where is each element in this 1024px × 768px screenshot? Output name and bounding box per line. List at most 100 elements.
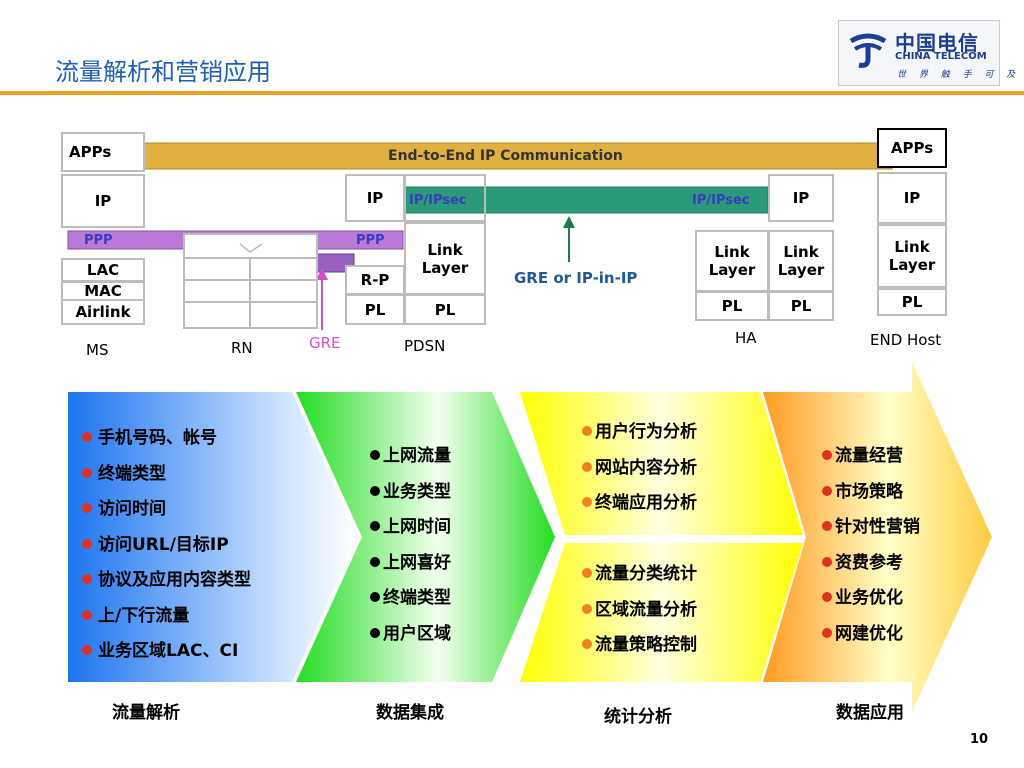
stage2-item: 上网时间: [370, 510, 451, 546]
bullet-dot: [82, 503, 92, 513]
pdsn-ipsec-label: IP/IPsec: [409, 193, 467, 208]
bullet-dot: [82, 432, 92, 442]
title-rule: [0, 91, 1024, 95]
stage2-item: 上网流量: [370, 439, 451, 475]
ha-label: HA: [735, 329, 757, 347]
bullet-dot: [822, 521, 832, 531]
stage4-shape: [763, 362, 992, 712]
bullet-dot: [370, 450, 380, 460]
gre-arrow-head: [316, 268, 328, 280]
stage3-bottom-list: 流量分类统计 区域流量分析 流量策略控制: [582, 557, 697, 664]
logo-name-cn: 中国电信: [895, 31, 979, 55]
ha-pl-left: PL: [695, 291, 769, 321]
stage1-item: 手机号码、帐号: [82, 421, 251, 457]
ms-ppp-label: PPP: [84, 233, 113, 248]
ha-ipsec-label: IP/IPsec: [692, 193, 750, 208]
stage3-item: 用户行为分析: [582, 415, 697, 451]
host-pl: PL: [877, 288, 947, 316]
slide-title: 流量解析和营销应用: [55, 58, 271, 86]
host-link-layer: Link Layer: [877, 224, 947, 288]
bullet-dot: [582, 568, 592, 578]
bullet-dot: [822, 592, 832, 602]
end-to-end-label: End-to-End IP Communication: [388, 148, 623, 164]
ms-label: MS: [86, 341, 109, 359]
stage3-item: 流量分类统计: [582, 557, 697, 593]
stage3-caption: 统计分析: [604, 707, 672, 727]
pdsn-pl-right: PL: [404, 294, 486, 325]
stage1-item: 协议及应用内容类型: [82, 563, 251, 599]
host-ip: IP: [877, 172, 947, 224]
pdsn-ppp-label: PPP: [356, 233, 385, 248]
stage1-caption: 流量解析: [112, 703, 180, 723]
stage1-item: 访问时间: [82, 492, 251, 528]
bullet-dot: [822, 556, 832, 567]
stage4-item: 流量经营: [822, 439, 920, 475]
stage3-item: 区域流量分析: [582, 593, 697, 629]
stage1-item: 上/下行流量: [82, 599, 251, 635]
ms-apps: APPs: [61, 132, 145, 172]
bullet-dot: [582, 497, 592, 507]
stage1-item: 访问URL/目标IP: [82, 528, 251, 564]
logo-name-en: CHINA TELECOM: [895, 51, 987, 62]
bullet-dot: [370, 521, 380, 531]
stage4-item: 资费参考: [822, 546, 920, 582]
ha-ip: IP: [768, 174, 834, 222]
ha-link-layer-left: Link Layer: [695, 230, 769, 292]
stage2-caption: 数据集成: [376, 703, 444, 723]
stage1-list: 手机号码、帐号 终端类型 访问时间 访问URL/目标IP 协议及应用内容类型 上…: [82, 421, 251, 670]
bullet-dot: [370, 627, 380, 638]
stage2-shape: [296, 392, 555, 682]
stage2-item: 上网喜好: [370, 546, 451, 582]
bullet-dot: [82, 467, 92, 478]
host-apps: APPs: [877, 128, 947, 168]
ha-pl-right: PL: [768, 291, 834, 321]
stage2-item: 业务类型: [370, 475, 451, 511]
ms-ip: IP: [61, 174, 145, 228]
stage4-list: 流量经营 市场策略 针对性营销 资费参考 业务优化 网建优化: [822, 439, 920, 652]
bullet-dot: [822, 485, 832, 496]
stage1-item: 终端类型: [82, 457, 251, 493]
stage4-item: 网建优化: [822, 617, 920, 653]
ms-airlink: Airlink: [61, 299, 145, 325]
china-telecom-logo: 中国电信 CHINA TELECOM 世 界 触 手 可 及: [838, 20, 1015, 86]
stage3-item: 网站内容分析: [582, 451, 697, 487]
stage1-item: 业务区域LAC、CI: [82, 634, 251, 670]
stage3-item: 流量策略控制: [582, 628, 697, 664]
page-number: 10: [970, 732, 989, 747]
bullet-dot: [370, 556, 380, 567]
protocol-diagram-decor: [67, 142, 893, 330]
stage3-top-list: 用户行为分析 网站内容分析 终端应用分析: [582, 415, 697, 522]
stage2-item: 用户区域: [370, 617, 451, 653]
stage1-shape: [68, 392, 358, 682]
bullet-dot: [370, 485, 380, 496]
bullet-dot: [822, 627, 832, 638]
logo-slogan: 世 界 触 手 可 及: [897, 70, 1021, 80]
stage4-item: 市场策略: [822, 475, 920, 511]
china-telecom-logo-icon: [849, 33, 887, 68]
pdsn-link-layer: Link Layer: [404, 222, 486, 295]
bullet-dot: [82, 538, 92, 549]
bullet-dot: [82, 574, 92, 584]
pdsn-ipsec-cell: [404, 174, 486, 222]
bullet-dot: [582, 461, 592, 472]
bullet-dot: [82, 609, 92, 620]
rn-label: RN: [231, 339, 253, 357]
bullet-dot: [582, 426, 592, 436]
pdsn-pl-left: PL: [345, 294, 405, 325]
stage4-item: 针对性营销: [822, 510, 920, 546]
host-label: END Host: [870, 331, 942, 349]
gre-ip-arrow-head: [563, 216, 575, 228]
bullet-dot: [822, 450, 832, 460]
ha-link-layer-right: Link Layer: [768, 230, 834, 292]
pdsn-label: PDSN: [404, 337, 446, 355]
stage2-item: 终端类型: [370, 581, 451, 617]
bullet-dot: [370, 592, 380, 602]
stage4-item: 业务优化: [822, 581, 920, 617]
stage3-item: 终端应用分析: [582, 486, 697, 522]
stage2-list: 上网流量 业务类型 上网时间 上网喜好 终端类型 用户区域: [370, 439, 451, 652]
bullet-dot: [582, 639, 592, 649]
gre-label: GRE: [309, 334, 341, 352]
bullet-dot: [582, 603, 592, 614]
bullet-dot: [82, 645, 92, 655]
gre-or-ip-in-ip-label: GRE or IP-in-IP: [514, 269, 638, 287]
